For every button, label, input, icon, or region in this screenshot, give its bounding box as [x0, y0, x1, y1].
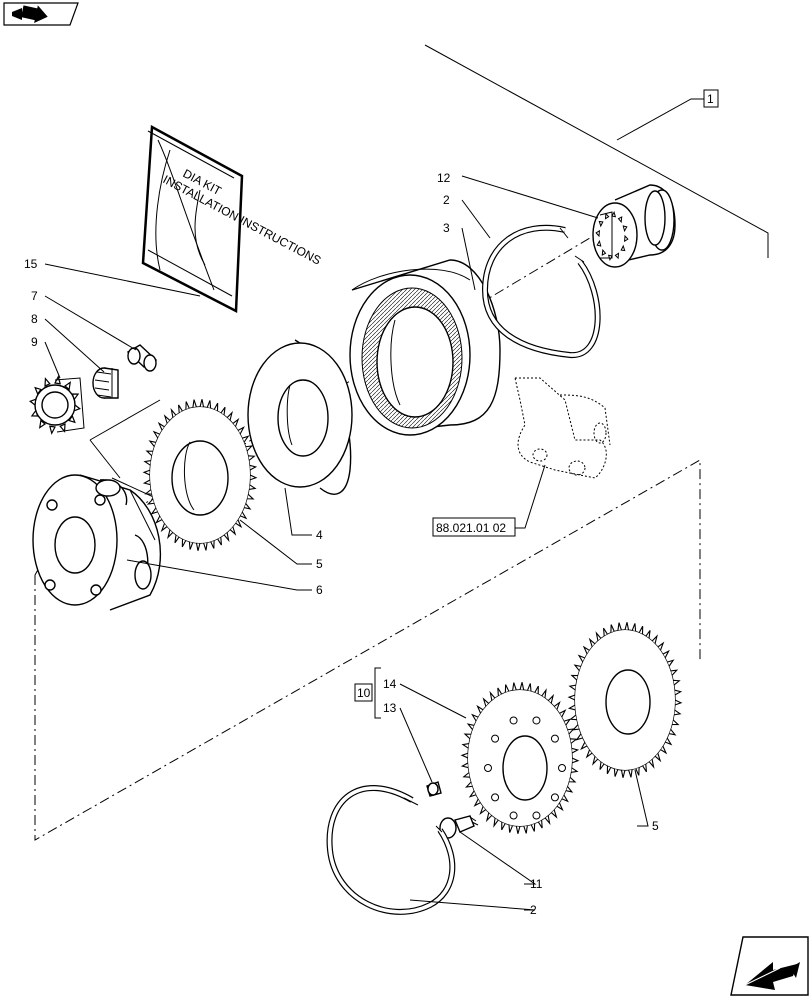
callout-15: 15 [24, 257, 38, 271]
forward-arrow-icon[interactable] [730, 936, 809, 996]
callout-5-upper: 5 [316, 557, 323, 571]
callout-2-upper: 2 [443, 193, 450, 207]
snap-ring-lower [326, 785, 456, 915]
callout-6: 6 [316, 583, 323, 597]
callout-10-box [354, 683, 373, 702]
callout-2-lower: 2 [530, 903, 537, 917]
reference-label: 88.021.01 02 [436, 521, 506, 535]
callout-3: 3 [443, 221, 450, 235]
callout-8: 8 [31, 312, 38, 326]
callout-labels: 1 12 2 3 15 7 8 9 4 5 6 88.021.01 02 10 … [24, 89, 719, 917]
dowel-pin [426, 781, 442, 797]
callout-12: 12 [437, 171, 451, 185]
callout-13: 13 [383, 701, 397, 715]
installation-booklet: DIA KIT INSTALLATION INSTRUCTIONS [141, 124, 323, 314]
pin [126, 344, 158, 372]
callout-7: 7 [31, 289, 38, 303]
callout-9: 9 [31, 335, 38, 349]
sun-gear-lower [567, 622, 683, 778]
snap-ring-upper [481, 224, 601, 359]
callout-11: 11 [530, 877, 543, 891]
planet-carrier [32, 474, 162, 611]
callout-1: 1 [707, 92, 714, 106]
callout-14: 14 [383, 677, 397, 691]
callout-10: 10 [357, 686, 371, 700]
kit-leader-lines [424, 44, 769, 258]
needle-bearing [92, 367, 119, 399]
sun-gear-upper [142, 399, 258, 551]
ring-gear [349, 259, 501, 436]
friction-disc [247, 339, 353, 495]
leader-lines [44, 175, 649, 911]
splined-shaft [592, 184, 676, 268]
back-arrow-icon[interactable] [3, 2, 79, 26]
planet-gear [460, 682, 580, 834]
callout-1-box [703, 89, 719, 108]
callout-5-lower: 5 [652, 819, 659, 833]
callout-4: 4 [316, 528, 323, 542]
reference-box[interactable] [432, 517, 516, 537]
pinion-gear [28, 375, 85, 435]
shift-fork-reference [514, 377, 611, 529]
